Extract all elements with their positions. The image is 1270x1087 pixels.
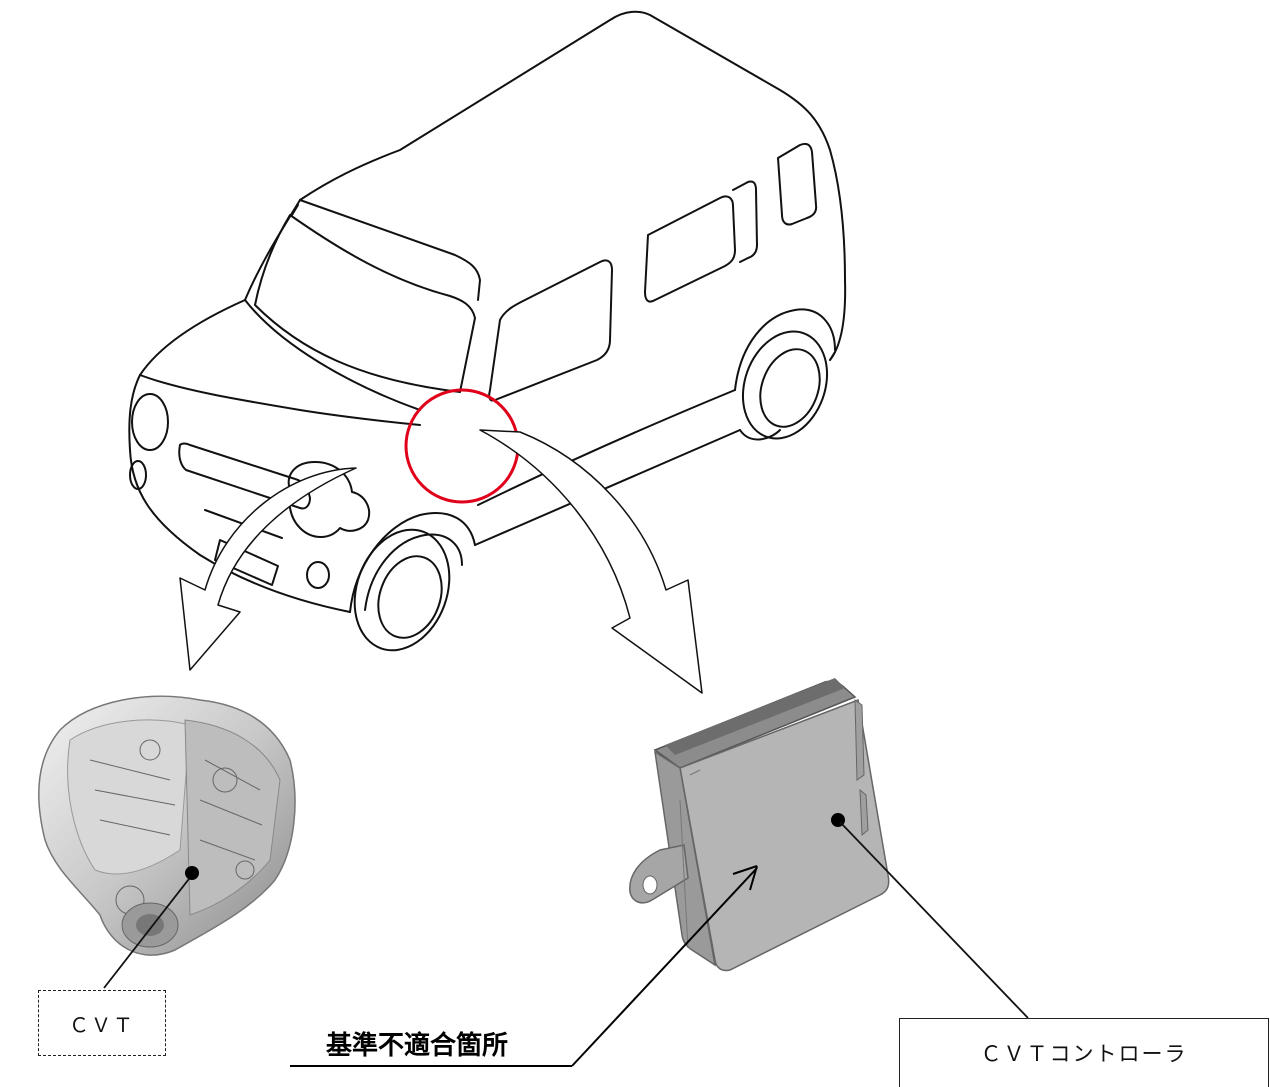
cvt-controller-label-box: ＣＶＴコントローラ <box>899 1018 1269 1087</box>
cvt-controller-label: ＣＶＴコントローラ <box>980 1042 1188 1066</box>
car-outline-icon <box>128 10 847 652</box>
callout-arrow-icon <box>479 429 703 694</box>
cvt-label: ＣＶＴ <box>69 1012 135 1037</box>
cvt-label-box: ＣＶＴ <box>38 990 166 1056</box>
nonconformity-arrow-line <box>571 867 758 1067</box>
nonconformity-arrow-head <box>732 865 758 891</box>
callout-arrow-icon <box>179 467 357 671</box>
highlight-circle <box>404 388 520 504</box>
cvt-controller-unit-icon <box>629 678 890 972</box>
cvt-transmission-icon <box>38 695 296 956</box>
cvt-pointer-dot <box>185 866 199 880</box>
cvt-leader-line <box>103 874 193 989</box>
controller-leader-line <box>839 821 1029 1019</box>
nonconforming-location-label: 基準不適合箇所 <box>326 1031 509 1061</box>
